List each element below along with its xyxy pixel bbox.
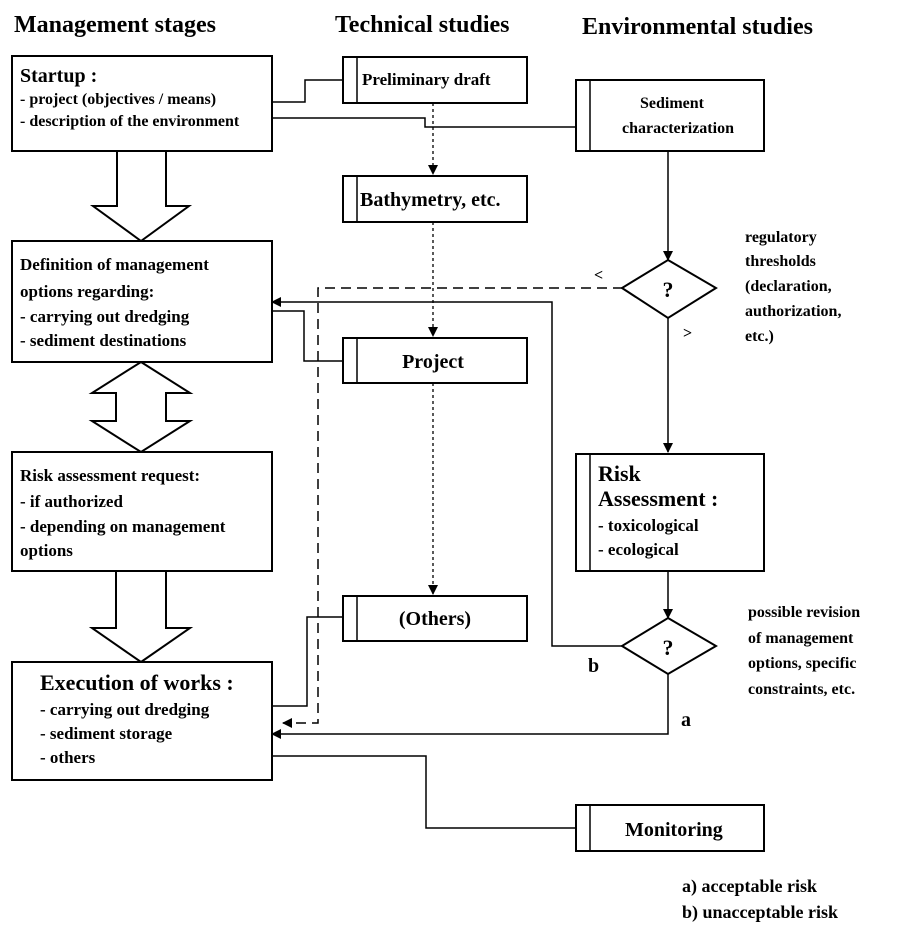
decision-question-mark: ? (663, 277, 674, 302)
label-greater-than: > (683, 325, 692, 342)
risk-request-box: Risk assessment request: - if authorized… (11, 451, 273, 572)
monitoring-label: Monitoring (625, 819, 723, 841)
execution-title: Execution of works : (40, 670, 234, 695)
risk-request-line: options (20, 541, 73, 560)
execution-line: - sediment storage (40, 724, 173, 743)
definition-box: Definition of management options regardi… (11, 240, 273, 363)
startup-box: Startup : - project (objectives / means)… (11, 55, 273, 152)
risk-assessment-line: - toxicological (598, 516, 699, 535)
risk-assessment-title: Risk (598, 461, 642, 486)
definition-line: - carrying out dredging (20, 307, 190, 326)
label-b: b (588, 655, 599, 677)
monitoring-box: Monitoring (575, 804, 765, 852)
risk-request-line: - if authorized (20, 492, 123, 511)
possible-revision-note: possible revision of management options,… (748, 604, 860, 698)
preliminary-draft-label: Preliminary draft (362, 70, 491, 89)
svg-text:etc.): etc.) (745, 328, 774, 345)
startup-line: - description of the environment (20, 113, 240, 130)
decision-question-mark: ? (663, 635, 674, 660)
svg-text:(declaration,: (declaration, (745, 278, 832, 295)
startup-line: - project (objectives / means) (20, 91, 216, 108)
execution-line: - others (40, 748, 96, 767)
header-environmental-studies: Environmental studies (582, 14, 813, 40)
project-box: Project (342, 337, 528, 384)
execution-box: Execution of works : - carrying out dred… (11, 661, 273, 781)
decision-threshold: ? (620, 258, 718, 320)
regulatory-thresholds-note: regulatory thresholds (declaration, auth… (745, 229, 841, 345)
others-box: (Others) (342, 595, 528, 642)
risk-request-line: - depending on management (20, 517, 226, 536)
connector-execution-monitoring (272, 755, 576, 829)
svg-text:authorization,: authorization, (745, 303, 841, 320)
flow-arrow-down-1 (89, 150, 193, 243)
definition-line: - sediment destinations (20, 331, 187, 350)
legend-item: b) unacceptable risk (682, 902, 838, 923)
header-technical-studies: Technical studies (335, 12, 509, 38)
flow-arrow-double-2 (88, 360, 194, 454)
risk-assessment-title: Assessment : (598, 486, 718, 511)
arrow-acceptable-risk-execution (271, 674, 669, 739)
connector-startup-sediment (272, 117, 576, 128)
legend: a) acceptable risk b) unacceptable risk (682, 876, 838, 923)
bathymetry-label: Bathymetry, etc. (360, 189, 501, 211)
sediment-characterization-box: Sediment characterization (575, 79, 765, 152)
header-management-stages: Management stages (14, 12, 216, 38)
execution-line: - carrying out dredging (40, 700, 210, 719)
arrow-unacceptable-risk-revision (271, 297, 623, 647)
risk-request-line: Risk assessment request: (20, 466, 200, 485)
sediment-label: Sediment (640, 95, 705, 112)
connector-others-execution (272, 616, 343, 707)
preliminary-draft-box: Preliminary draft (342, 56, 528, 104)
legend-item: a) acceptable risk (682, 876, 817, 897)
definition-line: Definition of management (20, 255, 209, 274)
svg-text:thresholds: thresholds (745, 253, 816, 270)
sediment-label: characterization (622, 120, 734, 137)
definition-line: options regarding: (20, 282, 154, 301)
svg-text:possible revision: possible revision (748, 604, 860, 621)
svg-text:constraints, etc.: constraints, etc. (748, 681, 855, 698)
label-a: a (681, 709, 691, 731)
decision-risk: ? (620, 616, 718, 676)
startup-title: Startup : (20, 65, 97, 87)
dashed-arrow-threshold-below (282, 287, 623, 728)
label-less-than: < (594, 267, 603, 284)
project-label: Project (402, 351, 464, 373)
risk-assessment-box: Risk Assessment : - toxicological - ecol… (575, 453, 765, 572)
bathymetry-box: Bathymetry, etc. (342, 175, 528, 223)
risk-assessment-line: - ecological (598, 540, 679, 559)
svg-text:of management: of management (748, 630, 854, 647)
connector-startup-preliminary (272, 79, 343, 103)
connector-definition-project (272, 310, 343, 362)
others-label: (Others) (399, 608, 471, 630)
flow-arrow-down-3 (88, 570, 194, 664)
svg-text:regulatory: regulatory (745, 229, 817, 246)
svg-text:options, specific: options, specific (748, 655, 856, 672)
